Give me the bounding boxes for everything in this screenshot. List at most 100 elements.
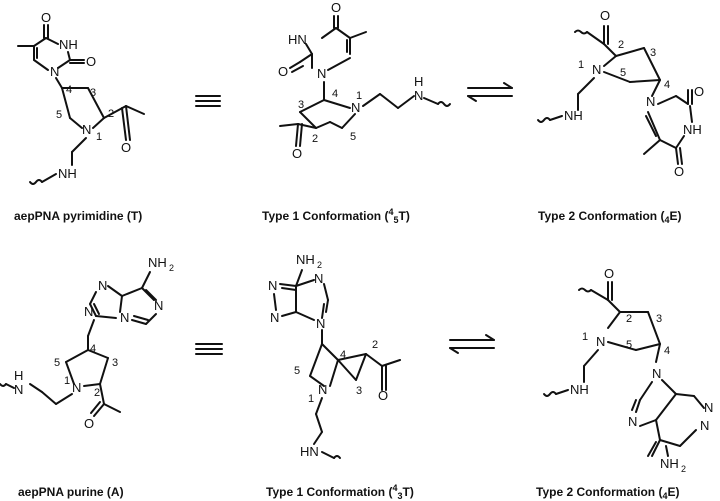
atom-nh: NH [59,37,78,52]
structure-type2-t: O 2 3 N 1 5 4 N NH O NH O [537,8,704,179]
caption-type1-t-sub: 5 [393,215,398,225]
atom-n: N [317,66,326,81]
atom-n: N [316,316,325,331]
atom-o: O [84,416,94,431]
atom-o: O [41,10,51,25]
atom-o: O [674,164,684,179]
position-label: 1 [64,375,70,387]
position-label: 3 [356,385,362,397]
position-label: 2 [372,339,378,351]
atom-n: N [700,418,709,433]
structure-type1-a: NH 2 N N N N 4 5 2 3 N 1 O [268,252,401,459]
position-label: 2 [626,313,632,325]
atom-nh2: NH [296,252,315,267]
caption-type1-a-sup: 4 [392,483,397,493]
atom-n: N [98,278,107,293]
position-label: 5 [56,109,62,121]
position-label: 1 [308,393,314,405]
atom-subscript: 2 [681,464,686,474]
position-label: 4 [340,349,346,361]
atom-subscript: 2 [169,263,174,273]
position-label: 1 [356,90,362,102]
atom-n: N [270,310,279,325]
atom-n: N [704,400,713,415]
position-label: 4 [332,88,338,100]
atom-n: N [154,298,163,313]
atom-n: N [120,310,129,325]
caption-type2-a-prefix: Type 2 Conformation ( [536,485,662,499]
caption-type2-t-prefix: Type 2 Conformation ( [538,209,664,223]
atom-n: N [652,366,661,381]
structure-purine-a: NH 2 N N N N 4 5 3 N 1 2 O [0,255,174,431]
position-label: 5 [294,365,300,377]
atom-n: N [84,304,93,319]
position-label: 3 [656,313,662,325]
caption-type1-a-suffix: T) [402,485,413,499]
equilibrium-arrow-top [467,82,513,102]
structure-type2-a: O 2 3 N 1 5 4 N NH N N N [543,266,713,474]
position-label: 3 [298,99,304,111]
atom-o: O [331,0,341,15]
atom-subscript: 2 [317,260,322,270]
atom-o: O [86,54,96,69]
position-label: 4 [664,345,670,357]
caption-pyrimidine: aepPNA pyrimidine (T) [14,209,142,223]
caption-pyrimidine-text: aepPNA pyrimidine (T) [14,209,142,223]
atom-nh2: NH [660,456,679,471]
position-label: 4 [90,343,96,355]
position-label: 5 [350,131,356,143]
caption-type2-a-sub: 4 [662,491,667,501]
atom-hn: HN [300,444,319,459]
atom-n: N [72,380,81,395]
atom-nh2: NH [148,255,167,270]
structure-pyrimidine-t: O NH O N N O 4 3 2 5 1 NH [17,10,145,185]
caption-type1-t-prefix: Type 1 Conformation ( [262,209,388,223]
atom-n: N [318,382,327,397]
caption-type2-a-suffix: E) [667,485,679,499]
caption-type2-t-suffix: E) [669,209,681,223]
position-label: 3 [90,87,96,99]
atom-h: H [414,74,423,89]
equivalence-sign-bottom [195,343,223,355]
atom-o: O [604,266,614,281]
structure-type1-t: O HN O N 4 3 2 N 1 5 O [278,0,451,161]
atom-nh: NH [570,382,589,397]
atom-h: H [14,368,23,383]
caption-type2-t: Type 2 Conformation (4E) [538,209,681,225]
equilibrium-arrow-bottom [449,334,495,354]
atom-n: N [351,100,360,115]
atom-o: O [121,140,131,155]
atom-n: N [646,94,655,109]
atom-o: O [694,84,704,99]
position-label: 5 [620,67,626,79]
caption-type1-t-sup: 4 [388,207,393,217]
position-label: 1 [582,331,588,343]
atom-n: N [14,382,23,397]
position-label: 4 [664,79,670,91]
atom-n: N [414,88,423,103]
position-label: 5 [54,357,60,369]
caption-type1-t: Type 1 Conformation (45T) [262,207,410,225]
atom-nh: NH [564,108,583,123]
atom-o: O [378,388,388,403]
atom-n: N [592,62,601,77]
caption-type1-t-suffix: T) [398,209,409,223]
atom-n: N [268,278,277,293]
atom-n: N [82,122,91,137]
atom-o: O [292,146,302,161]
position-label: 3 [650,47,656,59]
atom-o: O [600,8,610,23]
caption-type1-a: Type 1 Conformation (43T) [266,483,414,501]
caption-purine-text: aepPNA purine (A) [18,485,124,499]
position-label: 2 [312,133,318,145]
position-label: 2 [94,387,100,399]
position-label: 3 [112,357,118,369]
caption-purine: aepPNA purine (A) [18,485,124,499]
atom-n: N [314,271,323,286]
atom-hn: HN [288,32,307,47]
equivalence-sign [195,95,221,107]
atom-n: N [596,334,605,349]
position-label: 5 [626,339,632,351]
